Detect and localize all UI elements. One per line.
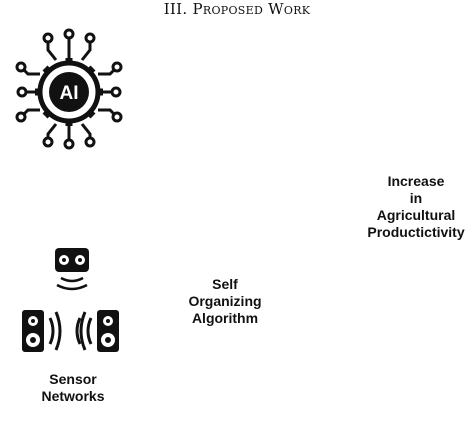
sensor-label-line-1: Sensor xyxy=(49,371,97,387)
algorithm-label-line-1: Self xyxy=(212,276,238,292)
increase-label-line-1: Increase xyxy=(387,173,445,189)
ai-chip-label: AI xyxy=(60,83,79,104)
algorithm-label-line-3: Algorithm xyxy=(191,310,259,326)
increase-label-line-2: in xyxy=(409,190,423,206)
section-heading: III. Proposed Work xyxy=(163,0,311,18)
ai-chip-icon xyxy=(15,28,123,150)
sensor-networks-label: Sensor Networks xyxy=(18,371,128,405)
sensor-network-icon xyxy=(22,248,119,352)
increase-label-line-4: Productictivity xyxy=(367,224,465,240)
increase-label: Increase in Agricultural Productictivity xyxy=(360,173,472,241)
increase-label-line-3: Agricultural xyxy=(376,207,456,223)
sensor-label-line-2: Networks xyxy=(41,388,105,404)
algorithm-label-line-2: Organizing xyxy=(188,293,262,309)
algorithm-label: Self Organizing Algorithm xyxy=(170,276,280,327)
